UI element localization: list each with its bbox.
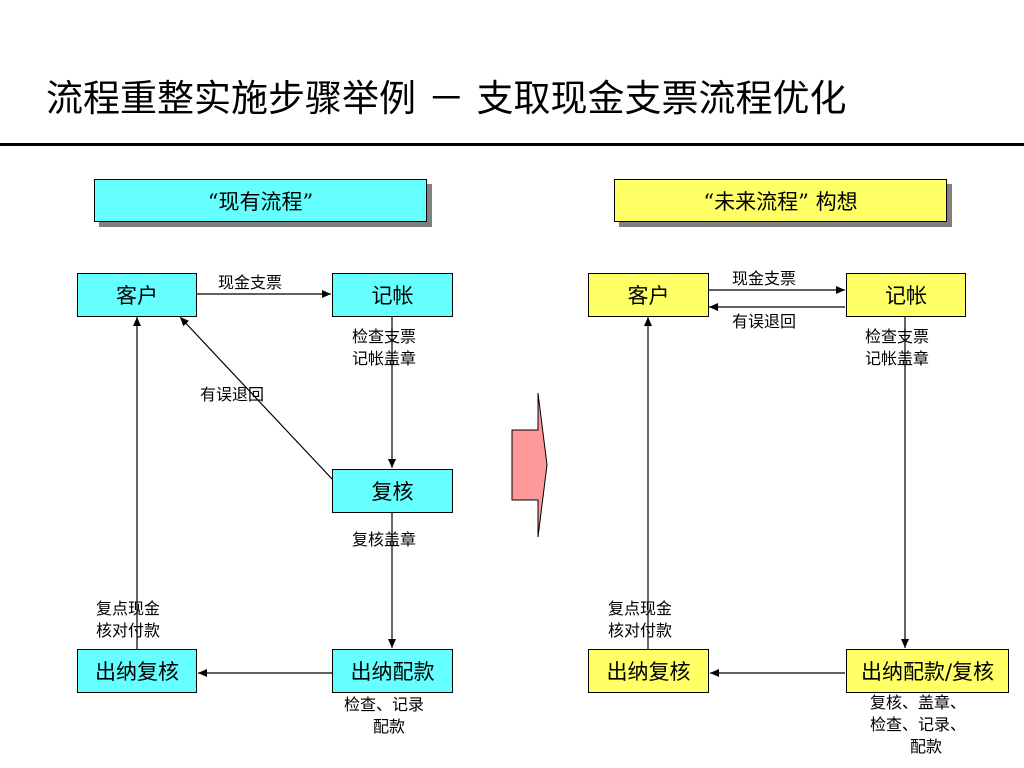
current-label-count-2: 核对付款 [96, 621, 161, 640]
arrow-review-to-customer [179, 316, 334, 481]
page-title: 流程重整实施步骤举例 － 支取现金支票流程优化 [46, 77, 847, 120]
current-label-pay-2: 配款 [373, 717, 406, 736]
current-label-count-1: 复点现金 [96, 599, 161, 618]
future-label-cash-check: 现金支票 [732, 269, 797, 288]
future-label-count-1: 复点现金 [608, 599, 673, 618]
future-label-pay-1: 复核、盖章、 [870, 693, 967, 712]
future-label-check-2: 记帐盖章 [865, 349, 930, 368]
future-node-customer: 客户 [588, 273, 709, 317]
future-label-check-1: 检查支票 [865, 327, 930, 346]
current-node-bookkeeping: 记帐 [332, 273, 453, 317]
future-node-bookkeeping: 记帐 [846, 273, 966, 317]
future-node-cashier-review: 出纳复核 [588, 649, 709, 693]
future-process-header: “未来流程” 构想 [614, 179, 947, 222]
future-node-cashier-pay-review: 出纳配款/复核 [846, 649, 1009, 693]
future-label-pay-3: 配款 [910, 737, 943, 756]
current-label-pay-1: 检查、记录 [344, 695, 425, 714]
current-label-error-return: 有误退回 [200, 385, 265, 404]
current-node-cashier-review: 出纳复核 [77, 649, 197, 693]
current-node-review: 复核 [332, 469, 453, 513]
current-label-review-stamp: 复核盖章 [352, 530, 417, 549]
future-label-count-2: 核对付款 [608, 621, 673, 640]
current-node-cashier-pay: 出纳配款 [332, 649, 453, 693]
current-node-customer: 客户 [77, 273, 197, 317]
current-label-cash-check: 现金支票 [218, 273, 283, 292]
current-process-header: “现有流程” [94, 179, 427, 222]
title-divider [0, 143, 1024, 146]
current-label-check-2: 记帐盖章 [352, 349, 417, 368]
future-label-pay-2: 检查、记录、 [870, 715, 967, 734]
current-label-check-1: 检查支票 [352, 327, 417, 346]
future-label-error-return: 有误退回 [732, 312, 797, 331]
